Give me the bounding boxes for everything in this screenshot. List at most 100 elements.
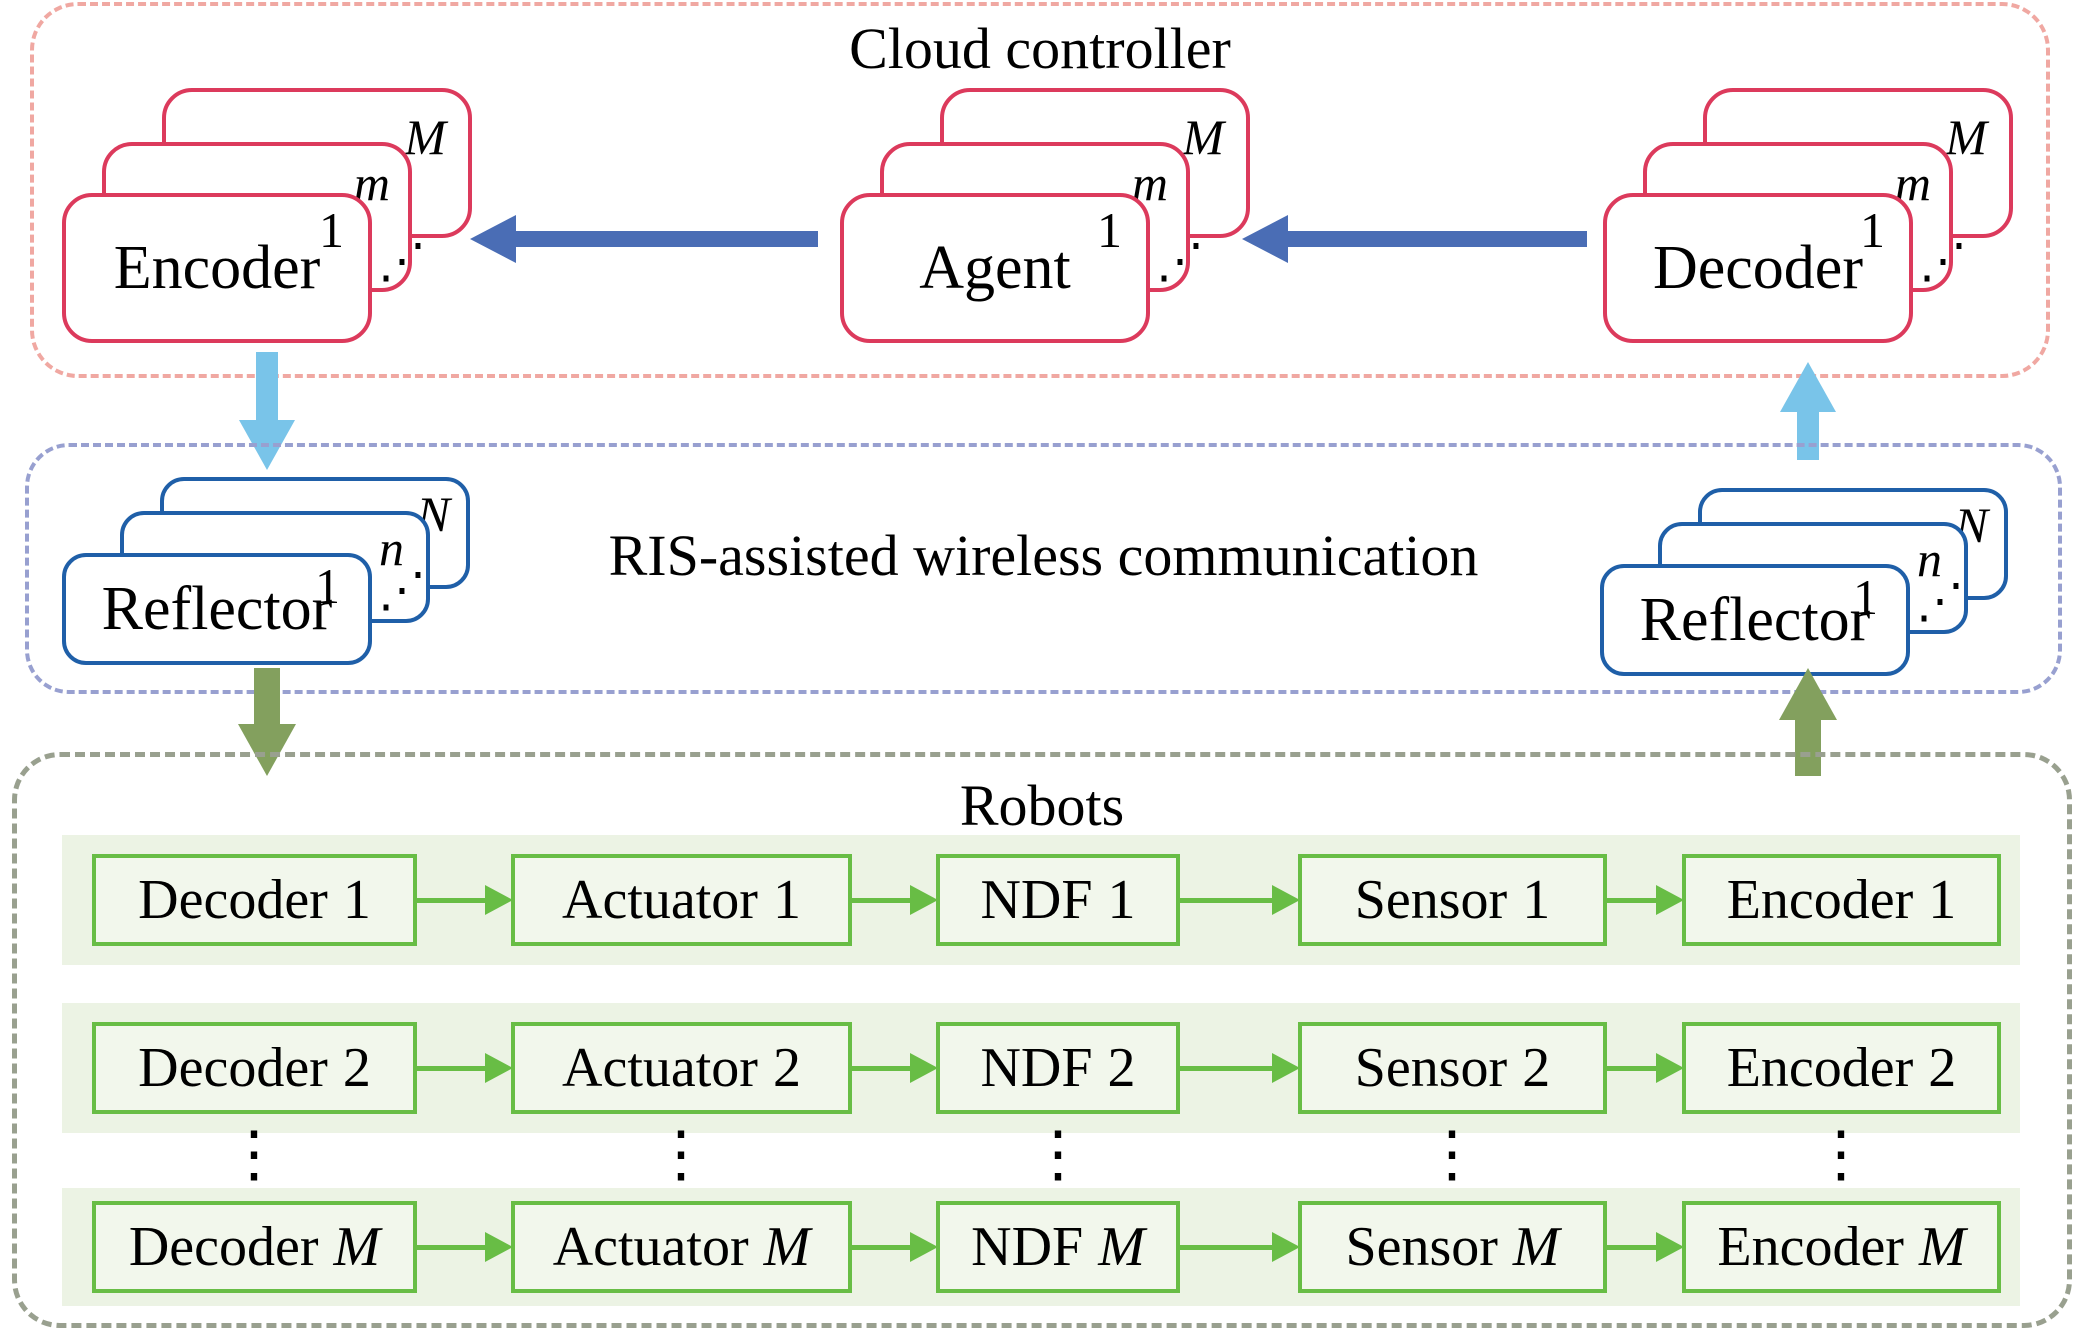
decoder-2-box: Decoder 2 bbox=[92, 1022, 417, 1114]
reflector-label: Reflector bbox=[1639, 586, 1871, 654]
box-label: Encoder bbox=[1726, 1037, 1914, 1099]
decoder-label: Decoder bbox=[1653, 234, 1863, 302]
box-label: Actuator bbox=[562, 869, 758, 931]
flow-arrow-icon bbox=[1178, 1232, 1300, 1262]
actuator-2-box: Actuator 2 bbox=[511, 1022, 852, 1114]
box-label: Sensor bbox=[1354, 1037, 1508, 1099]
box-index: 2 bbox=[342, 1037, 371, 1099]
encoder-index-back: M bbox=[404, 109, 446, 165]
sensor-1-box: Sensor 1 bbox=[1298, 854, 1607, 946]
decoder-card-front: Decoder 1 bbox=[1603, 193, 1913, 343]
flow-arrow-icon bbox=[850, 885, 938, 915]
reflector-stack-ellipsis: ⋰ bbox=[378, 564, 426, 617]
cloud-controller-title: Cloud controller bbox=[849, 16, 1231, 81]
box-label: Actuator bbox=[552, 1216, 749, 1278]
box-label: NDF bbox=[980, 1037, 1093, 1099]
box-index: 1 bbox=[772, 869, 801, 931]
reflector-label: Reflector bbox=[101, 575, 333, 643]
reflector-card-front: Reflector 1 bbox=[62, 553, 372, 665]
flow-arrow-icon bbox=[850, 1232, 938, 1262]
robot-row-1: Decoder 1 Actuator 1 NDF 1 Sensor 1 Enco… bbox=[62, 835, 2020, 965]
cloud-controller-section: Cloud controller bbox=[30, 2, 2050, 378]
agent-index-front: 1 bbox=[1097, 202, 1122, 258]
robots-section: Robots bbox=[12, 752, 2072, 1328]
box-index: M bbox=[1512, 1216, 1560, 1278]
box-index: 2 bbox=[772, 1037, 801, 1099]
encoder-stack-ellipsis: ⋰ bbox=[378, 235, 426, 288]
arrow-shaft bbox=[1795, 720, 1821, 776]
box-index: M bbox=[763, 1216, 811, 1278]
encoder-label: Encoder bbox=[113, 234, 321, 302]
agent-stack-ellipsis: ⋰ bbox=[1156, 235, 1204, 288]
box-index: 2 bbox=[1107, 1037, 1136, 1099]
encoder-2-box: Encoder 2 bbox=[1682, 1022, 2001, 1114]
agent-card-front: Agent 1 bbox=[840, 193, 1150, 343]
flow-arrow-icon bbox=[415, 1232, 513, 1262]
box-label: Sensor bbox=[1345, 1216, 1498, 1278]
box-index: 1 bbox=[1107, 869, 1136, 931]
decoder-index-back: M bbox=[1945, 109, 1987, 165]
box-label: Encoder bbox=[1726, 869, 1914, 931]
box-index: 1 bbox=[342, 869, 371, 931]
reflector-card-front: Reflector 1 bbox=[1600, 564, 1910, 676]
arrowhead-up-icon bbox=[1779, 668, 1837, 720]
column-ellipsis: ⋮ bbox=[1810, 1121, 1872, 1189]
flow-arrow-icon bbox=[850, 1053, 938, 1083]
flow-arrow-icon bbox=[1605, 885, 1684, 915]
encoder-index-front: 1 bbox=[319, 202, 344, 258]
ndf-m-box: NDF M bbox=[936, 1201, 1180, 1293]
arrow-shaft bbox=[1797, 412, 1819, 460]
robots-title: Robots bbox=[959, 773, 1125, 838]
box-label: NDF bbox=[971, 1216, 1084, 1278]
decoder-m-box: Decoder M bbox=[92, 1201, 417, 1293]
box-label: Decoder bbox=[138, 1037, 328, 1099]
flow-arrow-icon bbox=[415, 885, 513, 915]
reflector-stack-left: N n Reflector 1 ⋰ bbox=[62, 477, 474, 665]
column-ellipsis: ⋮ bbox=[1027, 1121, 1089, 1189]
arrow-shaft bbox=[1288, 231, 1587, 247]
encoder-stack: M m Encoder 1 ⋰ bbox=[62, 88, 474, 343]
agent-to-encoder-arrow-icon bbox=[470, 215, 818, 263]
robots-to-reflector-arrow-icon bbox=[1779, 668, 1837, 776]
ndf-1-box: NDF 1 bbox=[936, 854, 1180, 946]
box-label: NDF bbox=[980, 869, 1093, 931]
reflector-stack-ellipsis: ⋰ bbox=[1916, 575, 1964, 628]
reflector-index-mid: n bbox=[379, 520, 404, 576]
box-index: 1 bbox=[1522, 869, 1551, 931]
ndf-2-box: NDF 2 bbox=[936, 1022, 1180, 1114]
reflector-index-front: 1 bbox=[315, 558, 340, 614]
robot-row-2: Decoder 2 Actuator 2 NDF 2 Sensor 2 Enco… bbox=[62, 1003, 2020, 1133]
arrow-shaft bbox=[516, 231, 818, 247]
encoder-1-box: Encoder 1 bbox=[1682, 854, 2001, 946]
flow-arrow-icon bbox=[1605, 1053, 1684, 1083]
actuator-m-box: Actuator M bbox=[511, 1201, 852, 1293]
actuator-1-box: Actuator 1 bbox=[511, 854, 852, 946]
reflector-index-mid: n bbox=[1917, 531, 1942, 587]
decoder-stack-ellipsis: ⋰ bbox=[1919, 235, 1967, 288]
box-index: 1 bbox=[1928, 869, 1957, 931]
encoder-m-box: Encoder M bbox=[1682, 1201, 2001, 1293]
reflector-stack-right: N n Reflector 1 ⋰ bbox=[1600, 488, 2012, 676]
encoder-card-front: Encoder 1 bbox=[62, 193, 372, 343]
box-label: Encoder bbox=[1717, 1216, 1904, 1278]
arrow-shaft bbox=[256, 352, 278, 420]
column-ellipsis: ⋮ bbox=[650, 1121, 712, 1189]
ris-title: RIS-assisted wireless communication bbox=[608, 523, 1479, 588]
flow-arrow-icon bbox=[1178, 885, 1300, 915]
arrowhead-down-icon bbox=[238, 724, 296, 776]
box-label: Actuator bbox=[562, 1037, 758, 1099]
arrowhead-left-icon bbox=[1242, 215, 1288, 263]
decoder-index-front: 1 bbox=[1860, 202, 1885, 258]
decoder-1-box: Decoder 1 bbox=[92, 854, 417, 946]
box-index: 2 bbox=[1522, 1037, 1551, 1099]
arrowhead-up-icon bbox=[1780, 362, 1836, 412]
decoder-stack: M m Decoder 1 ⋰ bbox=[1603, 88, 2015, 343]
robot-row-m: Decoder M Actuator M NDF M Sensor M Enco… bbox=[62, 1188, 2020, 1306]
column-ellipsis: ⋮ bbox=[1421, 1121, 1483, 1189]
column-ellipsis: ⋮ bbox=[223, 1121, 285, 1189]
box-index: M bbox=[333, 1216, 381, 1278]
agent-index-back: M bbox=[1182, 109, 1224, 165]
arrowhead-left-icon bbox=[470, 215, 516, 263]
reflector-to-decoder-arrow-icon bbox=[1780, 362, 1836, 460]
